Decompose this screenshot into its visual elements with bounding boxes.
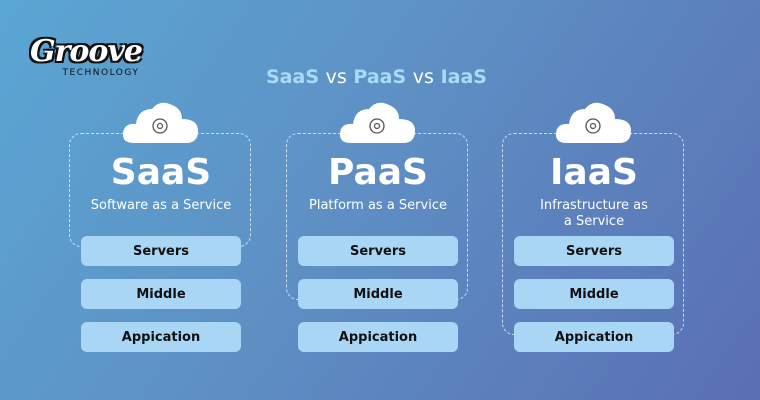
model-name: IaaS — [550, 152, 638, 193]
model-name: SaaS — [110, 152, 212, 193]
page-title: SaaS vs PaaS vs IaaS — [266, 66, 487, 88]
layer-middle: Middle — [514, 279, 674, 309]
layer-servers: Servers — [514, 236, 674, 266]
groove-logo: Groove TECHNOLOGY — [30, 34, 143, 79]
model-subtitle: Infrastructure as a Service — [540, 198, 648, 229]
title-iaas: IaaS — [440, 66, 487, 88]
layer-appication: Appication — [514, 322, 674, 352]
layer-servers: Servers — [81, 236, 241, 266]
title-vs: vs — [412, 66, 434, 88]
model-subtitle: Platform as a Service — [309, 198, 447, 213]
layer-servers: Servers — [298, 236, 458, 266]
cloud-gear-circuit-icon — [122, 102, 198, 143]
model-name: PaaS — [328, 152, 428, 193]
title-vs: vs — [325, 66, 347, 88]
layer-appication: Appication — [298, 322, 458, 352]
layer-middle: Middle — [81, 279, 241, 309]
cloud-server-icon — [555, 102, 631, 143]
logo-sub: TECHNOLOGY — [62, 68, 140, 78]
layer-appication: Appication — [81, 322, 241, 352]
logo-name: Groove — [30, 34, 143, 69]
cloud-gear-icon — [339, 102, 415, 143]
title-paas: PaaS — [353, 66, 407, 88]
layer-middle: Middle — [298, 279, 458, 309]
title-saas: SaaS — [266, 66, 320, 88]
model-subtitle: Software as a Service — [90, 198, 232, 213]
